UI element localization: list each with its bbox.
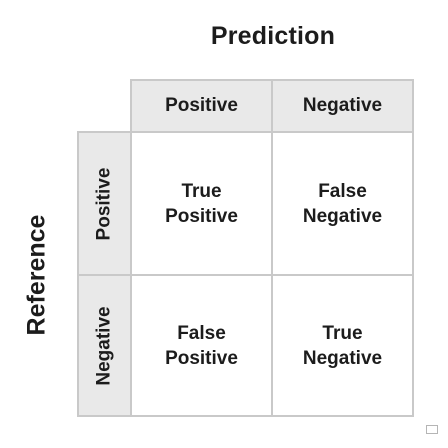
cell-true-negative-line1: True — [322, 322, 363, 344]
cell-true-negative-line2: Negative — [302, 347, 383, 369]
row-header-positive: Positive — [77, 131, 132, 276]
cell-false-negative-line1: False — [318, 180, 367, 202]
cell-false-negative-line2: Negative — [302, 205, 383, 227]
watermark-icon — [426, 425, 438, 434]
column-header-negative: Negative — [271, 79, 414, 133]
cell-false-positive-line2: Positive — [165, 347, 238, 369]
cell-true-negative: True Negative — [271, 274, 414, 417]
cell-false-negative: False Negative — [271, 131, 414, 276]
cell-true-positive-line1: True — [181, 180, 222, 202]
cell-true-positive: True Positive — [130, 131, 273, 276]
column-header-positive: Positive — [130, 79, 273, 133]
cell-true-positive-line2: Positive — [165, 205, 238, 227]
row-header-negative: Negative — [77, 274, 132, 417]
reference-axis-title: Reference — [22, 214, 51, 336]
row-header-negative-label: Negative — [93, 305, 115, 386]
cell-false-positive-line1: False — [177, 322, 226, 344]
row-header-positive-label: Positive — [93, 167, 115, 240]
watermark-logo — [426, 425, 438, 434]
prediction-axis-title: Prediction — [210, 22, 336, 50]
cell-false-positive: False Positive — [130, 274, 273, 417]
